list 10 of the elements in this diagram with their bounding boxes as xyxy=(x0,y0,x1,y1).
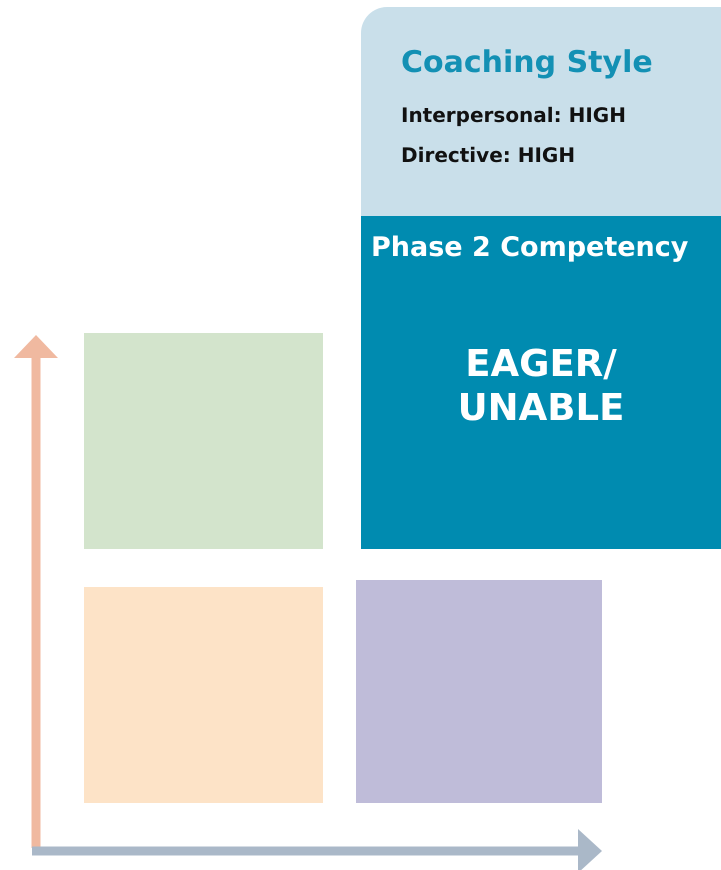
quadrant-box xyxy=(84,333,323,549)
style-line: Directive: HIGH xyxy=(401,143,576,167)
competency-label: EAGER/ UNABLE xyxy=(456,342,626,431)
style-card xyxy=(361,7,721,216)
quadrant-box xyxy=(84,587,323,803)
competency-panel xyxy=(361,216,721,549)
phase-heading: Phase 2 Competency xyxy=(371,232,688,263)
card-heading: Coaching Style xyxy=(401,45,653,80)
style-line: Interpersonal: HIGH xyxy=(401,103,626,127)
quadrant-box xyxy=(356,580,602,803)
